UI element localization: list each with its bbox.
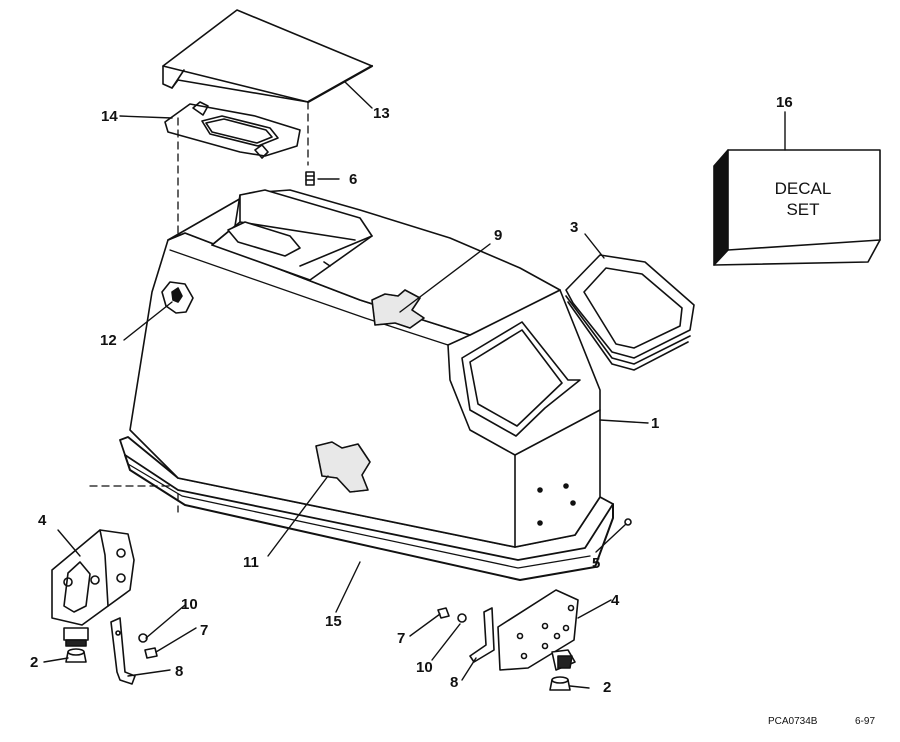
callout-14: 14 (101, 108, 118, 125)
decal-set-box-part-16 (713, 149, 881, 266)
callout-10-right: 10 (416, 659, 433, 676)
callout-3: 3 (570, 219, 579, 236)
latch-knob-part-12 (161, 281, 194, 314)
bumper-right-part-2 (549, 676, 571, 691)
fasteners-right (437, 607, 467, 623)
engine-cowl-part-1 (119, 189, 614, 581)
callout-15: 15 (325, 613, 342, 630)
bracket-left-part-4 (51, 529, 135, 647)
callout-4-left: 4 (38, 512, 47, 529)
part-code: PCA0734B (768, 716, 818, 727)
decal-part-11 (315, 441, 371, 493)
top-cover-part-13 (162, 9, 374, 104)
callout-12: 12 (100, 332, 117, 349)
callout-7-right: 7 (397, 630, 406, 647)
window-insert-part-3 (565, 254, 695, 371)
callout-9: 9 (494, 227, 503, 244)
screw-part-6 (305, 171, 315, 186)
callout-4-right: 4 (611, 592, 620, 609)
revision-date: 6-97 (855, 716, 876, 727)
decal-set-line-1: DECAL (774, 179, 832, 198)
callout-8-right: 8 (450, 674, 459, 691)
decal-set-label: DECAL SET (743, 178, 863, 220)
callout-5: 5 (592, 555, 601, 572)
bracket-right-part-4 (497, 589, 579, 671)
callout-10-left: 10 (181, 596, 198, 613)
callout-2-right: 2 (603, 679, 612, 696)
callout-8-left: 8 (175, 663, 184, 680)
strap-left-part-8 (110, 617, 136, 685)
seal-plate-part-14 (164, 101, 301, 159)
fasteners-left (138, 633, 158, 659)
leader-lines (43, 81, 786, 689)
callout-7-left: 7 (200, 622, 209, 639)
callout-16: 16 (776, 94, 793, 111)
screw-part-5 (624, 518, 632, 526)
decal-part-9 (371, 289, 425, 329)
callout-11: 11 (243, 554, 259, 571)
bumper-left-part-2 (65, 648, 87, 663)
callout-13: 13 (373, 105, 390, 122)
strap-right-part-8 (469, 607, 495, 663)
callout-6: 6 (349, 171, 358, 188)
callout-1: 1 (651, 415, 660, 432)
decal-set-line-2: SET (786, 200, 820, 219)
callout-2-left: 2 (30, 654, 39, 671)
